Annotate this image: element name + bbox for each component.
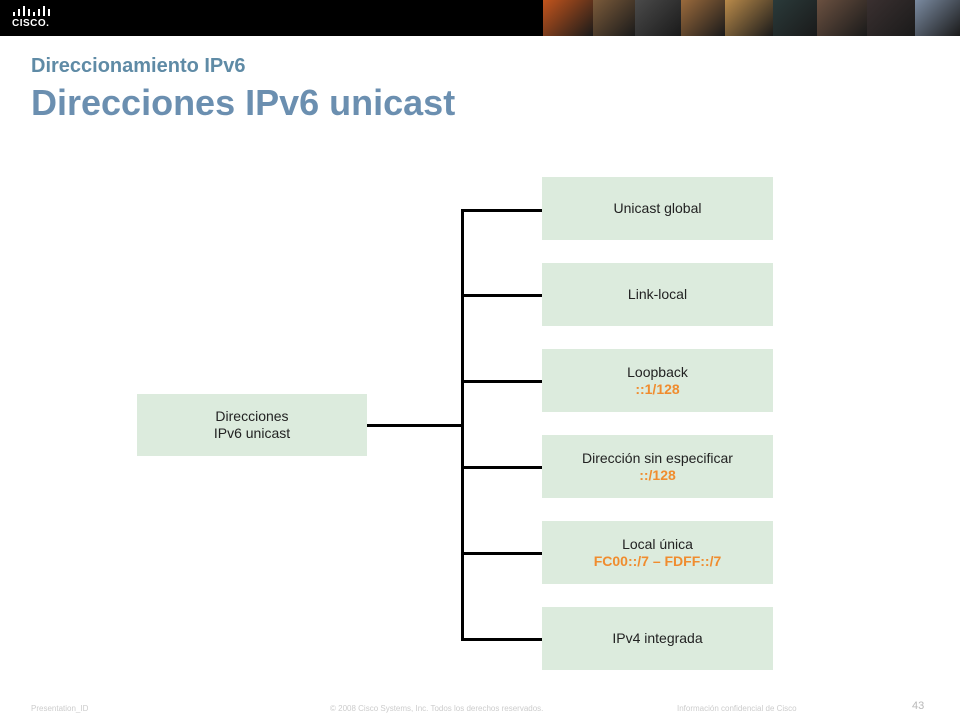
leaf-detail: ::/128 bbox=[639, 466, 676, 483]
photo-1 bbox=[543, 0, 593, 36]
footer-copyright: © 2008 Cisco Systems, Inc. Todos los der… bbox=[330, 704, 544, 713]
leaf-label: Dirección sin especificar bbox=[582, 449, 733, 466]
leaf-label: Local única bbox=[622, 535, 693, 552]
cisco-logo-text: CISCO. bbox=[12, 18, 50, 29]
leaf-node-loopback: Loopback ::1/128 bbox=[542, 349, 773, 412]
branch-line bbox=[461, 209, 542, 212]
leaf-label: Unicast global bbox=[613, 200, 702, 216]
branch-line bbox=[461, 552, 542, 555]
branch-line bbox=[461, 294, 542, 297]
leaf-node-unicast-global: Unicast global bbox=[542, 177, 773, 240]
root-node: Direcciones IPv6 unicast bbox=[137, 394, 367, 456]
photo-9 bbox=[915, 0, 960, 36]
photo-2 bbox=[593, 0, 635, 36]
trunk-line bbox=[461, 209, 464, 641]
cisco-logo: CISCO. bbox=[10, 3, 58, 33]
photo-4 bbox=[681, 0, 725, 36]
page-number: 43 bbox=[912, 700, 925, 712]
leaf-node-unique-local: Local única FC00::/7 – FDFF::/7 bbox=[542, 521, 773, 584]
photo-5 bbox=[725, 0, 773, 36]
root-connector bbox=[367, 424, 462, 427]
leaf-label: Link-local bbox=[627, 286, 688, 302]
photo-8 bbox=[867, 0, 915, 36]
leaf-label: Loopback bbox=[627, 363, 688, 380]
leaf-detail: FC00::/7 – FDFF::/7 bbox=[593, 552, 722, 569]
branch-line bbox=[461, 380, 542, 383]
header-bar: CISCO. bbox=[0, 0, 960, 36]
cisco-bars-icon bbox=[13, 6, 50, 16]
leaf-node-unspecified: Dirección sin especificar ::/128 bbox=[542, 435, 773, 498]
photo-6 bbox=[773, 0, 817, 36]
root-label-line1: Direcciones bbox=[215, 408, 289, 424]
branch-line bbox=[461, 638, 542, 641]
branch-line bbox=[461, 466, 542, 469]
root-label-line2: IPv6 unicast bbox=[213, 425, 291, 441]
footer-confidential: Información confidencial de Cisco bbox=[677, 704, 797, 713]
photo-3 bbox=[635, 0, 681, 36]
slide-subtitle: Direccionamiento IPv6 bbox=[31, 55, 246, 77]
leaf-node-ipv4-embedded: IPv4 integrada bbox=[542, 607, 773, 670]
photo-strip bbox=[543, 0, 960, 36]
leaf-node-link-local: Link-local bbox=[542, 263, 773, 326]
leaf-label: IPv4 integrada bbox=[612, 630, 703, 646]
slide-title: Direcciones IPv6 unicast bbox=[31, 82, 456, 123]
photo-7 bbox=[817, 0, 867, 36]
leaf-detail: ::1/128 bbox=[635, 380, 680, 397]
footer-presentation-id: Presentation_ID bbox=[31, 704, 89, 713]
